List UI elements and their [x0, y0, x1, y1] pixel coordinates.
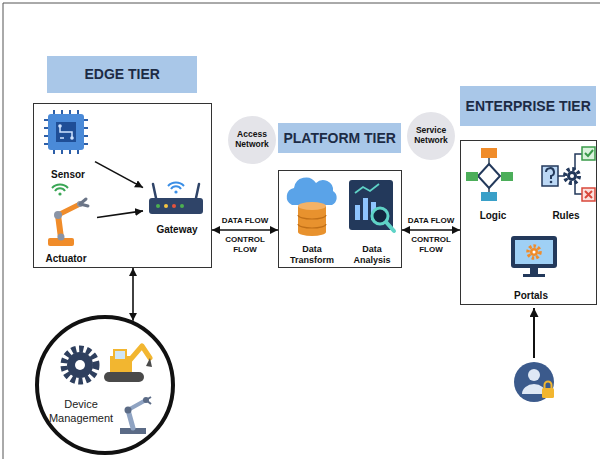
gateway-icon [149, 183, 203, 214]
flow-arrow [97, 211, 143, 218]
component-node: Gateway [145, 175, 209, 237]
network-label: Access Network [231, 130, 273, 150]
tier-heading: EDGE TIER [47, 56, 197, 93]
device-group-circle: Device Management [35, 315, 175, 455]
tier-box: EDGE TIERSensorActuatorGateway [33, 103, 212, 268]
flow-label: DATA FLOW [221, 216, 270, 226]
flow-arrow [212, 229, 278, 231]
component-label: Sensor [43, 169, 93, 182]
component-node: Sensor [43, 112, 93, 182]
logic-icon [466, 148, 513, 201]
user-icon [514, 308, 554, 402]
rules-icon [542, 147, 595, 201]
tier-heading: PLATFORM TIER [278, 123, 401, 153]
component-node: Portals [501, 229, 561, 303]
circle-shape [228, 116, 276, 164]
component-node: Actuator [37, 178, 95, 266]
flow-label: CONTROL FLOW [222, 235, 268, 255]
data-analysis-icon [349, 180, 394, 231]
component-label: Portals [501, 290, 561, 303]
component-label: Gateway [145, 224, 209, 237]
circle-shape [407, 112, 455, 160]
device-label: Device Management [39, 397, 123, 425]
network-circle: Service Network [407, 112, 455, 160]
component-label: Logic [465, 210, 521, 223]
tier-box: ENTERPRISE TIERLogicRulesPortals [460, 140, 597, 305]
tier-heading: ENTERPRISE TIER [460, 86, 596, 126]
circle-outline [35, 315, 175, 455]
component-label: Rules [537, 210, 595, 223]
data-transform-icon [287, 177, 337, 236]
flow-label: CONTROL FLOW [408, 235, 454, 255]
sensor-icon [44, 110, 88, 154]
flow-arrow [132, 268, 134, 321]
component-node: Data Transform [282, 175, 342, 267]
network-label: Service Network [410, 126, 452, 146]
circle-shape [37, 317, 173, 453]
network-circle: Access Network [228, 116, 276, 164]
page-frame [3, 3, 600, 459]
flow-label: DATA FLOW [407, 216, 456, 226]
component-label: Data Analysis [344, 244, 400, 267]
flow-arrow [402, 229, 460, 231]
actuator-icon [48, 185, 88, 246]
component-node: Data Analysis [344, 175, 400, 267]
flow-arrow [95, 162, 143, 188]
component-node: Rules [537, 145, 595, 223]
component-label: Data Transform [282, 244, 342, 267]
tier-box: PLATFORM TIERData TransformData Analysis [278, 170, 402, 268]
component-label: Actuator [37, 253, 95, 266]
component-node: Logic [465, 147, 521, 223]
portals-icon [511, 236, 557, 277]
